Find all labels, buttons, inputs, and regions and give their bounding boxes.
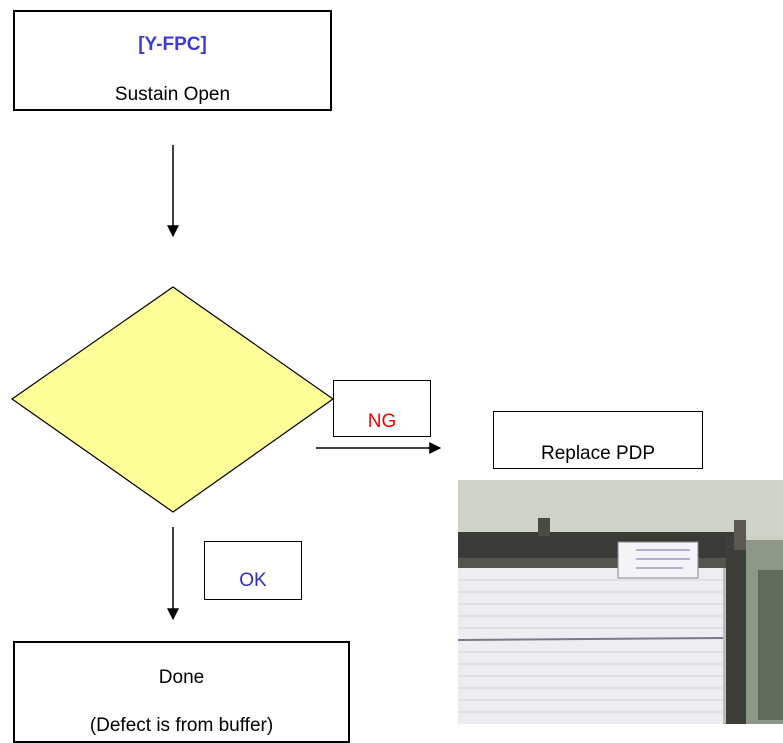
start-box-title: [Y-FPC] [138, 34, 207, 55]
ng-label-box: NG [333, 380, 431, 437]
pdp-photo-drawing [458, 480, 783, 724]
pdp-panel-photo [458, 480, 783, 724]
done-line-2: (Defect is from buffer) [89, 715, 274, 736]
replace-pdp-label: Replace PDP [540, 443, 656, 464]
start-box-subtitle: Sustain Open [114, 84, 231, 105]
ng-label: NG [367, 411, 397, 432]
decision-diamond [10, 286, 335, 513]
ok-label-box: OK [204, 541, 302, 600]
start-box: [Y-FPC] Sustain Open [13, 10, 332, 111]
ok-label: OK [239, 570, 267, 591]
done-box: Done (Defect is from buffer) [13, 641, 350, 743]
done-line-1: Done [158, 667, 205, 688]
replace-pdp-box: Replace PDP [493, 411, 703, 469]
